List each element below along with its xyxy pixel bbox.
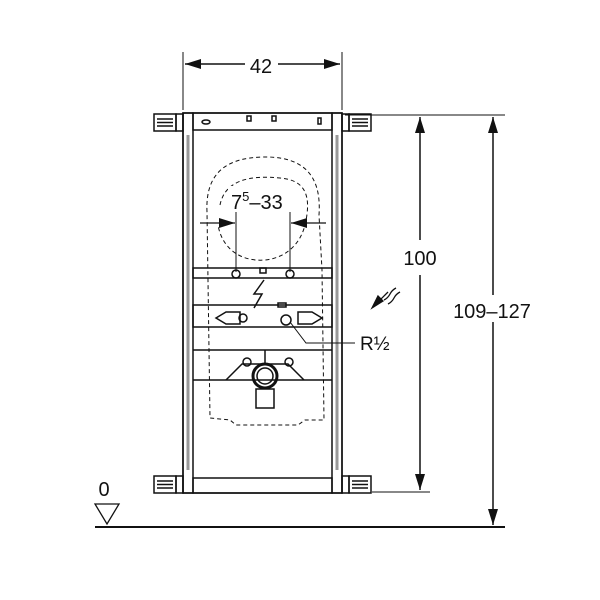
height-label: 100 bbox=[403, 248, 436, 270]
height-dimension: 100 bbox=[345, 114, 437, 493]
water-supply-icon bbox=[370, 287, 401, 310]
floor-label: 0 bbox=[98, 479, 109, 501]
foot-bottom-right bbox=[341, 475, 372, 494]
spacing-rest: –33 bbox=[249, 192, 282, 214]
width-label: 42 bbox=[250, 56, 272, 78]
water-connection-callout: R½ bbox=[289, 321, 390, 355]
foot-top-right bbox=[341, 113, 372, 132]
foot-bottom-left bbox=[153, 475, 184, 494]
connection-label: R½ bbox=[360, 334, 390, 355]
electrical-icon bbox=[252, 279, 265, 309]
floor-reference: 0 bbox=[93, 479, 505, 528]
width-dimension: 42 bbox=[182, 52, 343, 110]
frame bbox=[153, 112, 372, 494]
level-marker-icon bbox=[93, 503, 121, 526]
total-height-label: 109–127 bbox=[453, 301, 531, 323]
spacing-superscript: 5 bbox=[242, 189, 249, 204]
foot-top-left bbox=[153, 113, 184, 132]
total-height-dimension: 109–127 bbox=[430, 114, 531, 525]
drain-bracket bbox=[193, 349, 332, 409]
svg-text:75–33: 75–33 bbox=[231, 189, 283, 214]
spacing-base: 7 bbox=[231, 192, 242, 214]
mounting-rail-middle bbox=[192, 302, 333, 328]
spacing-dimension: 75–33 bbox=[200, 186, 326, 272]
